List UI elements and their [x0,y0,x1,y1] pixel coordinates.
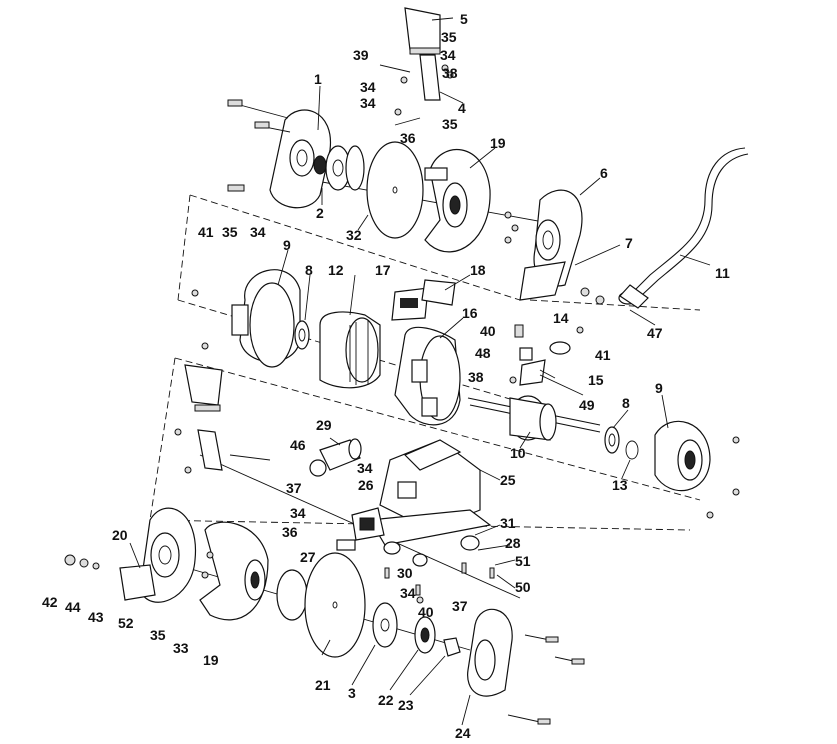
part-label: 33 [173,640,189,656]
part-label: 28 [505,535,521,551]
part-label: 51 [515,553,531,569]
lower-right-wheel-guard [467,608,585,725]
part-label: 40 [480,323,496,339]
part-label: 40 [418,604,434,620]
part-label: 30 [397,565,413,581]
left-end-bell [191,269,310,368]
part-label: 36 [282,524,298,540]
right-end-bell [604,420,740,519]
part-label: 49 [579,397,595,413]
part-label: 34 [360,95,376,111]
part-number-labels: 1 2 3 4 5 6 7 8 8 9 9 10 11 12 13 14 15 … [42,11,730,741]
part-label: 16 [462,305,478,321]
part-label: 13 [612,477,628,493]
part-label: 43 [88,609,104,625]
switch-assembly [336,507,385,551]
part-label: 20 [112,527,128,543]
lower-grinding-wheel [276,552,366,658]
part-label: 34 [360,79,376,95]
armature-shaft [467,395,601,441]
part-label: 11 [715,265,730,281]
motor-stator [319,311,381,389]
part-label: 36 [400,130,416,146]
part-label: 34 [440,47,456,63]
part-label: 29 [316,417,332,433]
part-label: 35 [150,627,166,643]
nameplate [391,279,456,321]
part-label: 7 [625,235,633,251]
part-label: 1 [314,71,322,87]
part-label: 8 [305,262,313,278]
part-label: 41 [198,224,214,240]
part-label: 14 [553,310,569,326]
part-label: 10 [510,445,526,461]
leader-lines [129,17,711,726]
motor-housing [394,326,461,426]
part-label: 8 [622,395,630,411]
part-label: 27 [300,549,316,565]
lower-inner-wheel-guard [199,521,269,621]
part-label: 39 [353,47,369,63]
upper-left-wheel-guard [227,99,332,209]
upper-right-wheel-guard [424,148,491,253]
part-label: 24 [455,725,471,741]
part-label: 32 [346,227,362,243]
part-label: 22 [378,692,394,708]
part-label: 25 [500,472,516,488]
part-label: 47 [647,325,663,341]
part-label: 9 [283,237,291,253]
part-label: 41 [595,347,611,363]
part-label: 15 [588,372,604,388]
part-label: 38 [468,369,484,385]
part-label: 35 [222,224,238,240]
part-label: 19 [203,652,219,668]
upper-grinding-wheel [366,141,424,239]
power-cord [619,147,749,309]
part-label: 21 [315,677,331,693]
part-label: 46 [290,437,306,453]
part-label: 52 [118,615,134,631]
part-label: 23 [398,697,414,713]
lower-flange-set [372,602,461,657]
part-label: 12 [328,262,344,278]
part-label: 44 [65,599,81,615]
part-label: 6 [600,165,608,181]
part-label: 35 [441,29,457,45]
part-label: 2 [316,205,324,221]
part-label: 34 [290,505,306,521]
part-label: 5 [460,11,468,27]
lower-left-wheel-guard [64,507,197,603]
part-label: 18 [470,262,486,278]
upper-left-flange [325,145,365,191]
part-label: 34 [357,460,373,476]
upper-eye-shield [379,7,454,126]
part-label: 42 [42,594,58,610]
part-label: 37 [286,480,302,496]
part-label: 17 [375,262,391,278]
part-label: 31 [500,515,516,531]
part-label: 48 [475,345,491,361]
part-label: 34 [250,224,266,240]
part-label: 38 [442,65,458,81]
switch-parts [509,324,584,386]
part-label: 50 [515,579,531,595]
part-label: 34 [400,585,416,601]
rubber-feet [383,535,495,604]
part-label: 3 [348,685,356,701]
capacitor [309,438,362,477]
part-label: 26 [358,477,374,493]
part-label: 19 [490,135,506,151]
part-label: 4 [458,100,466,116]
lower-eye-shield [174,364,271,474]
part-label: 9 [655,380,663,396]
part-label: 37 [452,598,468,614]
grinder-base [368,439,492,546]
part-label: 35 [442,116,458,132]
right-wheel-guard [504,189,638,305]
